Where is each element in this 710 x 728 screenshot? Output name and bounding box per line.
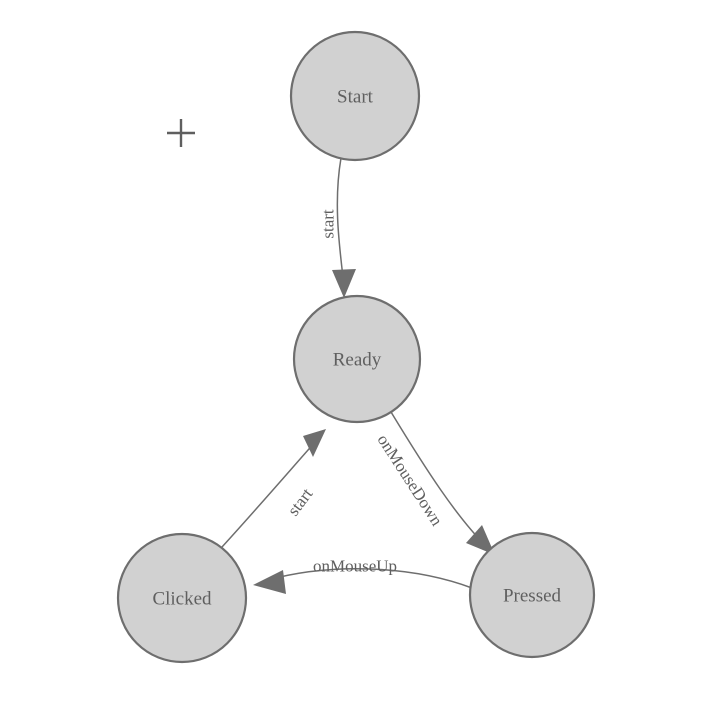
edge-path-start-to-ready (336, 157, 345, 287)
node-clicked-circle[interactable] (116, 532, 248, 664)
edge-path-pressed-to-clicked (267, 568, 473, 589)
edge-label-start-to-ready: start (319, 209, 338, 239)
arrowhead-start-to-ready (332, 269, 356, 298)
edge-pressed-to-clicked[interactable]: onMouseUp (253, 557, 473, 595)
arrowhead-pressed-to-clicked (253, 570, 286, 594)
node-pressed-label: Pressed (503, 586, 562, 607)
node-start-circle[interactable] (289, 30, 421, 162)
node-start[interactable]: Start (289, 30, 421, 162)
node-clicked[interactable]: Clicked (116, 532, 248, 664)
arrowhead-clicked-to-ready (303, 429, 326, 457)
edge-label-pressed-to-clicked: onMouseUp (313, 557, 397, 576)
edge-ready-to-pressed[interactable]: onMouseDown (373, 411, 495, 555)
node-pressed-circle[interactable] (468, 531, 596, 659)
edge-path-clicked-to-ready (221, 440, 317, 548)
node-ready[interactable]: Ready (292, 294, 422, 424)
node-clicked-label: Clicked (152, 589, 212, 610)
node-start-label: Start (337, 87, 374, 108)
edge-label-clicked-to-ready: start (284, 484, 317, 519)
crosshair-cursor (167, 119, 195, 147)
edge-start-to-ready[interactable]: start (319, 157, 357, 298)
arrowhead-ready-to-pressed (466, 525, 495, 555)
node-pressed[interactable]: Pressed (468, 531, 596, 659)
node-ready-circle[interactable] (292, 294, 422, 424)
edge-clicked-to-ready[interactable]: start (221, 429, 326, 548)
node-ready-label: Ready (333, 350, 382, 371)
edge-label-ready-to-pressed: onMouseDown (373, 431, 446, 530)
